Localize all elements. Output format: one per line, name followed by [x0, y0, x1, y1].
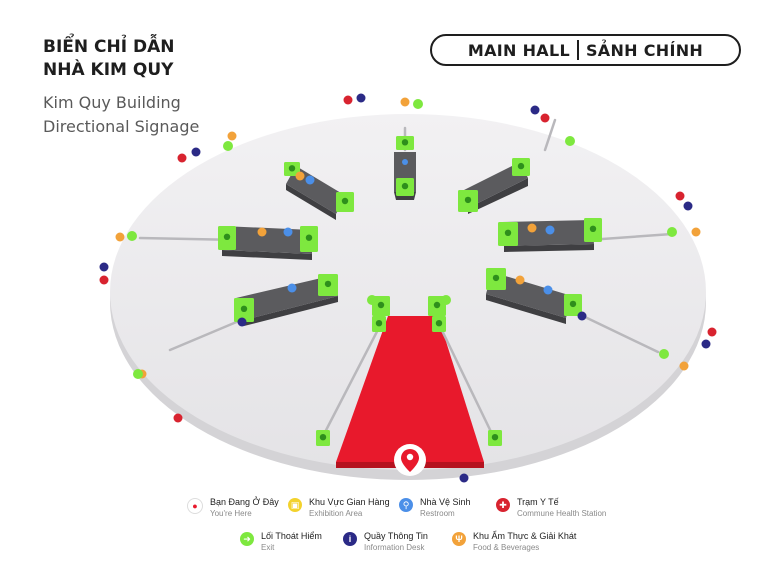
exit-icon [491, 434, 499, 441]
first-aid-icon [707, 327, 717, 337]
info-icon [701, 339, 711, 349]
info-icon [459, 473, 469, 483]
exit-icon [504, 229, 512, 236]
exit-icon [341, 197, 349, 205]
info-icon [530, 105, 540, 115]
exit-icon [492, 274, 500, 282]
exit-icon [401, 182, 409, 190]
food-icon [257, 227, 267, 237]
exit-icon [667, 227, 677, 237]
title-vietnamese: BIỂN CHỈ DẪN NHÀ KIM QUY [43, 36, 243, 82]
exit-icon [569, 300, 577, 308]
restroom-icon [543, 285, 553, 295]
info-icon [577, 311, 587, 321]
exit-icon [324, 280, 332, 288]
you-are-here-zone [336, 316, 484, 462]
food-icon [527, 223, 537, 233]
restroom-icon [305, 175, 315, 185]
exit-icon [441, 295, 451, 305]
exit-icon [413, 99, 423, 109]
hall-name-vi: SẢNH CHÍNH [585, 40, 704, 60]
first-aid-icon [540, 113, 550, 123]
first-aid-icon [343, 95, 353, 105]
sign-east-side [504, 244, 594, 252]
food-icon [295, 171, 305, 181]
food-icon [227, 131, 237, 141]
exit-icon [401, 139, 409, 146]
first-aid-icon [173, 413, 183, 423]
food-icon [691, 227, 701, 237]
food-icon [115, 232, 125, 242]
exit-icon [589, 225, 597, 232]
exit-icon [127, 231, 137, 241]
sign-sw-top [236, 276, 338, 320]
first-aid-icon [177, 153, 187, 163]
restroom-icon [402, 159, 408, 165]
sign-sw-side [244, 296, 338, 326]
map-markers [99, 93, 717, 483]
hall-name-badge: MAIN HALL SẢNH CHÍNH [430, 34, 741, 66]
exit-icon [375, 320, 383, 327]
location-pin-icon [394, 444, 426, 476]
exit-icon [288, 165, 296, 172]
title-vi-line2: NHÀ KIM QUY [43, 60, 174, 80]
exit-icon [565, 136, 575, 146]
exit-icon [367, 295, 377, 305]
walkway-line [434, 316, 496, 440]
food-icon [515, 275, 525, 285]
restroom-icon [283, 227, 293, 237]
info-icon [683, 201, 693, 211]
sign-nnw-side [286, 184, 336, 220]
title-en-line2: Directional Signage [43, 117, 200, 136]
info-icon [99, 262, 109, 272]
exit-icon [319, 434, 327, 441]
pin-hole [406, 453, 414, 461]
pin-shape [401, 449, 419, 472]
exit-icon [305, 234, 313, 241]
exit-icon [517, 162, 525, 170]
sign-se-side [486, 294, 566, 324]
title-vi-line1: BIỂN CHỈ DẪN [43, 37, 175, 57]
hall-separator [576, 40, 579, 60]
exit-icon [223, 141, 233, 151]
exit-icon [377, 301, 385, 309]
sign-se-top [486, 272, 572, 318]
walkway-line [320, 316, 386, 440]
first-aid-icon [675, 191, 685, 201]
exit-icon [133, 369, 143, 379]
floor-surface [110, 114, 706, 470]
sign-west-side [222, 250, 312, 260]
title-english: Kim Quy Building Directional Signage [43, 91, 243, 139]
exit-icon [223, 233, 231, 240]
walkway-line [168, 316, 248, 352]
info-icon [237, 317, 247, 327]
walkway-line [543, 118, 557, 152]
hall-name-en: MAIN HALL [467, 40, 570, 60]
exit-icon [435, 320, 443, 327]
title-en-line1: Kim Quy Building [43, 93, 181, 112]
first-aid-icon [99, 275, 109, 285]
restroom-icon [545, 225, 555, 235]
hall-floor [110, 114, 706, 480]
food-icon [679, 361, 689, 371]
exit-icon [464, 196, 472, 204]
exit-icon [240, 305, 248, 312]
info-icon [356, 93, 366, 103]
info-icon [191, 147, 201, 157]
exit-icon [659, 349, 669, 359]
sign-ne-side [468, 178, 528, 214]
food-icon [400, 97, 410, 107]
restroom-icon [287, 283, 297, 293]
exit-icon [433, 301, 441, 309]
